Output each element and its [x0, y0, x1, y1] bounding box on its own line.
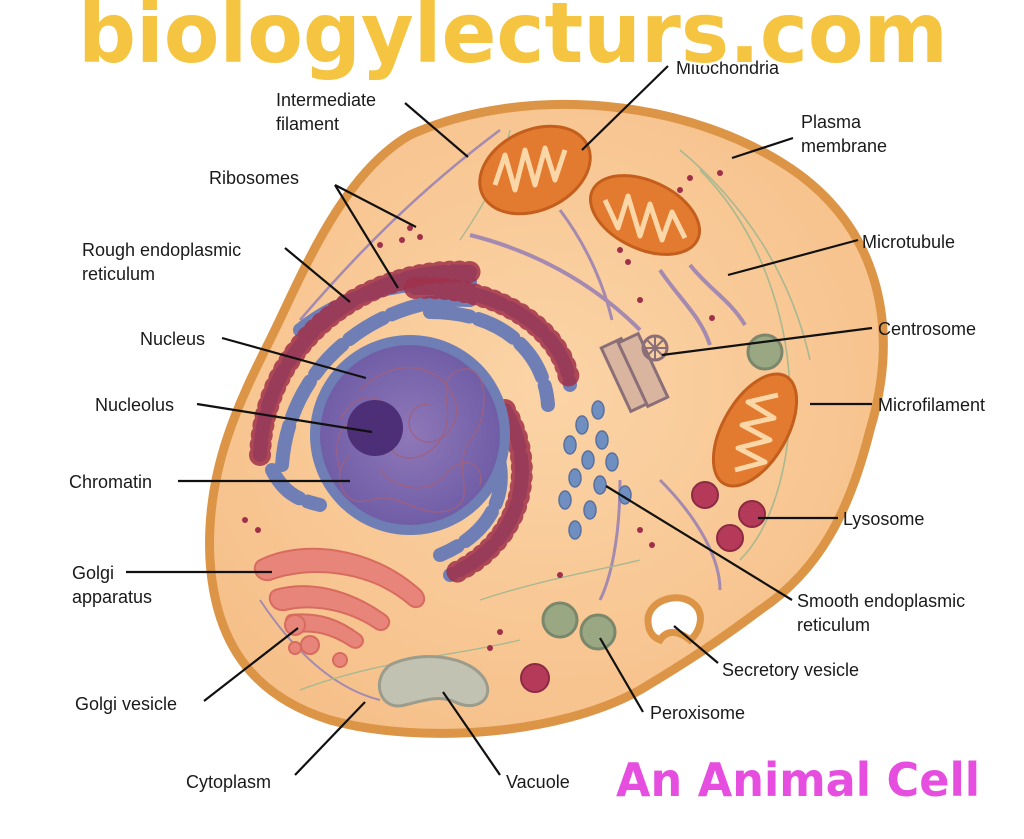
label-chromatin: Chromatin: [69, 472, 152, 492]
rough-er-shape: [249, 260, 581, 586]
secretory-vesicle-shape: [644, 594, 704, 645]
mitochondrion-2: [589, 174, 701, 256]
label-centrosome: Centrosome: [878, 319, 976, 339]
free-ribosomes: [242, 170, 723, 651]
golgi-apparatus-shape: [253, 547, 426, 668]
label-intermediate-filament: Intermediate filament: [276, 90, 381, 134]
label-golgi-vesicle: Golgi vesicle: [75, 694, 177, 714]
label-plasma-membrane-line1: Plasma: [801, 112, 862, 132]
label-cytoplasm: Cytoplasm: [186, 772, 271, 792]
leader-lines: [126, 65, 873, 776]
label-intermediate-filament-line1: Intermediate: [276, 90, 376, 110]
centrosome-shape: [599, 331, 670, 414]
mitochondrion-1: [478, 124, 592, 216]
label-golgi-apparatus: Golgi apparatus: [72, 563, 152, 607]
label-plasma-membrane: Plasma membrane: [801, 112, 887, 156]
diagram-title: An Animal Cell: [616, 753, 980, 807]
label-golgi-apparatus-line2: apparatus: [72, 587, 152, 607]
label-lysosome: Lysosome: [843, 509, 924, 529]
label-smooth-er-line1: Smooth endoplasmic: [797, 591, 965, 611]
label-vacuole: Vacuole: [506, 772, 570, 792]
label-microfilament: Microfilament: [878, 395, 985, 415]
nucleolus-shape: [347, 400, 403, 456]
label-peroxisome: Peroxisome: [650, 703, 745, 723]
vacuole-shape: [377, 655, 490, 708]
label-nucleolus: Nucleolus: [95, 395, 174, 415]
label-rough-er-line1: Rough endoplasmic: [82, 240, 241, 260]
label-smooth-er: Smooth endoplasmic reticulum: [797, 591, 970, 635]
lysosomes: [520, 481, 766, 693]
label-golgi-apparatus-line1: Golgi: [72, 563, 114, 583]
label-smooth-er-line2: reticulum: [797, 615, 870, 635]
label-mitochondria: Mitochondria: [676, 58, 780, 78]
label-intermediate-filament-line2: filament: [276, 114, 339, 134]
peroxisome-1: [541, 601, 579, 639]
peroxisome-2: [579, 613, 617, 651]
label-rough-er: Rough endoplasmic reticulum: [82, 240, 246, 284]
label-plasma-membrane-line2: membrane: [801, 136, 887, 156]
watermark-text: biologylecturs.com: [78, 0, 948, 82]
label-rough-er-line2: reticulum: [82, 264, 155, 284]
nucleus-shape: [320, 345, 500, 525]
label-ribosomes: Ribosomes: [209, 168, 299, 188]
label-microtubule: Microtubule: [862, 232, 955, 252]
smooth-er-shape: [558, 400, 632, 540]
label-secretory-vesicle: Secretory vesicle: [722, 660, 859, 680]
mitochondrion-3: [711, 372, 799, 488]
label-nucleus: Nucleus: [140, 329, 205, 349]
